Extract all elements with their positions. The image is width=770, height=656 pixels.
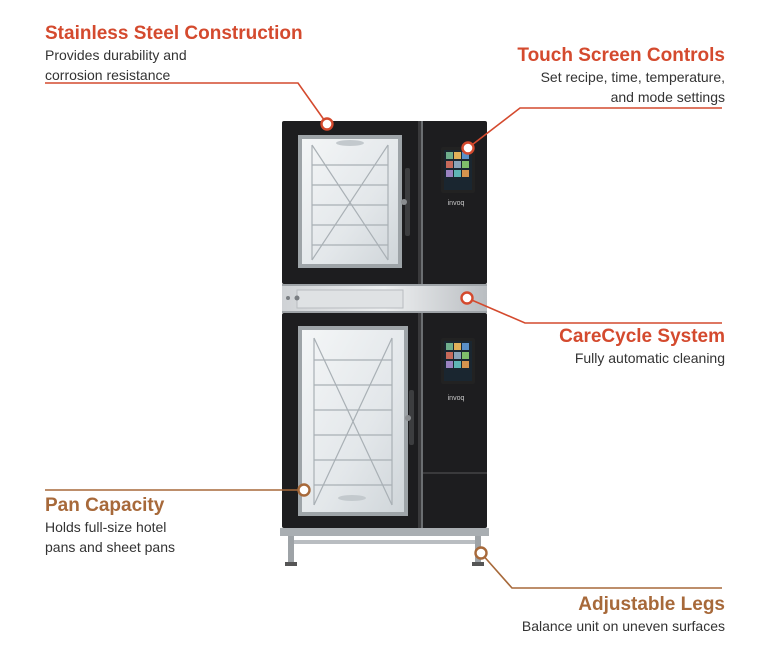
desc-line: and mode settings (610, 89, 725, 105)
callout-touch-desc: Set recipe, time, temperature, and mode … (541, 67, 725, 107)
callout-pan-desc: Holds full-size hotel pans and sheet pan… (45, 517, 175, 557)
desc-line: pans and sheet pans (45, 539, 175, 555)
lower-oven-unit: invoq (282, 313, 487, 528)
touchscreen-upper-tiles (446, 152, 469, 177)
desc-line: Balance unit on uneven surfaces (521, 618, 725, 634)
desc-line: corrosion resistance (45, 67, 171, 83)
callout-stainless-desc: Provides durability and corrosion resist… (45, 45, 187, 85)
callout-markers (320, 117, 475, 305)
touchscreen-lower-tiles (446, 343, 469, 368)
callout-stainless-title: Stainless Steel Construction (45, 23, 303, 44)
brand-logo-upper: invoq (448, 200, 465, 207)
adjustable-legs (280, 528, 489, 566)
callout-legs-title: Adjustable Legs (578, 594, 725, 615)
desc-line: Fully automatic cleaning (574, 350, 725, 366)
upper-oven-unit: invoq (282, 121, 487, 284)
callout-pan-title: Pan Capacity (45, 495, 165, 516)
desc-line: Provides durability and (45, 47, 187, 63)
desc-line: Set recipe, time, temperature, (540, 69, 725, 85)
desc-line: Holds full-size hotel (45, 519, 167, 535)
callout-legs-desc: Balance unit on uneven surfaces (522, 616, 725, 636)
carecycle-band (282, 284, 487, 313)
callout-leaders (45, 82, 722, 324)
callout-carecycle-desc: Fully automatic cleaning (575, 348, 725, 368)
brand-logo-lower: invoq (448, 395, 465, 402)
callout-touch-title: Touch Screen Controls (517, 45, 725, 66)
callout-carecycle-title: CareCycle System (559, 326, 725, 347)
